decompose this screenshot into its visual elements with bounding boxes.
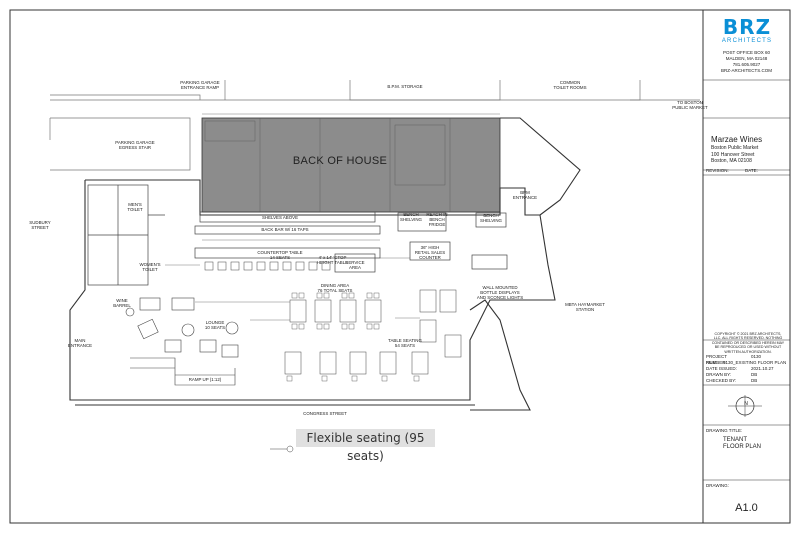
- project-number: 0130: [751, 354, 762, 359]
- dining-tables: [284, 289, 462, 375]
- logo-text: BRZ: [722, 15, 772, 39]
- drawing-label: DRAWING:: [706, 483, 729, 488]
- file-name: 0130_EXISTING FLOOR PLAN: [723, 360, 787, 365]
- drawn-by-label: DRAWN BY:: [706, 372, 732, 377]
- north-label: N: [744, 401, 748, 407]
- checked-by: DB: [751, 378, 758, 383]
- title-block-lines: [703, 79, 790, 481]
- wall-mounted-displays-label: WALL MOUNTED BOTTLE DISPLAYS AND SCONCE …: [476, 285, 524, 300]
- date-label: DATE:: [745, 168, 758, 173]
- wine-barrel-label: WINE BARREL: [113, 298, 131, 308]
- drawn-by: DB: [751, 372, 758, 377]
- context-lines: [49, 80, 700, 171]
- shelves-above-label: SHELVES ABOVE: [261, 215, 299, 220]
- revision-label: REVISION:: [706, 168, 729, 173]
- lounge-furniture: [125, 297, 239, 358]
- north-arrow: [728, 395, 762, 417]
- sudbury-street-label: SUDBURY STREET: [29, 220, 51, 230]
- countertop-table-label: COUNTERTOP TABLE: [257, 250, 303, 255]
- ramp-up-label: RAMP UP (1:12): [188, 377, 222, 382]
- project-info: Marzae Wines Boston Public Market 100 Ha…: [711, 135, 787, 165]
- project-line: 100 Hanover Street: [711, 151, 755, 158]
- drawing-title-line: FLOOR PLAN: [723, 444, 762, 450]
- reach-in-fridge-label: REACH-IN BENCH FRIDGE: [426, 212, 448, 227]
- high-table-label: 4' x 14' 'CTOP HEIGHT TABLE: [316, 255, 349, 265]
- main-entrance-label: MAIN ENTRANCE: [67, 338, 93, 348]
- interior-walls: [87, 184, 508, 286]
- retail-sales-counter-label: 36" HIGH RETAIL SALES COUNTER: [414, 245, 446, 260]
- firm-address: POST OFFICE BOX 60 MALDEN, MA 02148 781.…: [703, 50, 790, 74]
- back-of-house-area: [201, 117, 501, 213]
- seating-caption: Flexible seating (95 seats): [296, 429, 435, 463]
- mbta-station-label: MBTA HAYMARKET STATION: [565, 302, 605, 312]
- to-boston-public-market-label: TO BOSTON PUBLIC MARKET: [672, 100, 708, 110]
- bpm-storage-label: B.P.M. STORAGE: [387, 84, 423, 89]
- address-line: MALDEN, MA 02148: [725, 56, 768, 61]
- back-bar-label: BACK BAR W/ 16 TAPS: [261, 227, 309, 232]
- building-outline: [69, 117, 581, 411]
- sheet-border: [9, 9, 791, 524]
- drawing-title-line: TENANT: [723, 437, 747, 443]
- drawing-number: A1.0: [735, 502, 758, 514]
- lounge-label: LOUNGE 10 SEATS: [204, 320, 226, 330]
- womens-toilet-label: WOMEN'S TOILET: [139, 262, 161, 272]
- back-of-house-details: [204, 118, 451, 212]
- copyright-notice: COPYRIGHT © 2021 BRZ ARCHITECTS, LLC. AL…: [711, 332, 785, 354]
- address-line: POST OFFICE BOX 60: [723, 50, 770, 55]
- project-name: Marzae Wines: [711, 135, 763, 144]
- title-block: BRZ ARCHITECTS POST OFFICE BOX 60 MALDEN…: [703, 10, 790, 523]
- bpm-entrance-label: BPM ENTRANCE: [512, 190, 538, 200]
- service-area-label: SERVICE AREA: [345, 260, 365, 270]
- bench-shelving-label: BENCH SHELVING: [400, 212, 422, 222]
- parking-garage-stair-label: PARKING GARAGE EGRESS STAIR: [115, 140, 155, 150]
- project-number-label: PROJECT NUMBER:: [706, 354, 727, 365]
- mens-toilet-label: MEN'S TOILET: [127, 202, 143, 212]
- checked-by-label: CHECKED BY:: [706, 378, 737, 383]
- drawing-title-label: DRAWING TITLE:: [706, 428, 743, 433]
- common-toilet-label: COMMON TOILET ROOMS: [553, 80, 587, 90]
- countertop-seats-label: 14 SEATS: [269, 255, 291, 260]
- dimension-lines: [165, 113, 500, 321]
- entrance-ramp: [130, 357, 236, 386]
- table-seating-label: TABLE SEATING 54 SEATS: [388, 338, 422, 348]
- brz-logo: BRZ ARCHITECTS: [715, 16, 779, 48]
- address-line: 781.605.9027: [732, 62, 761, 67]
- date-issued-label: DATE ISSUED:: [706, 366, 737, 371]
- file-label: FILE:: [706, 360, 717, 365]
- logo-subtext: ARCHITECTS: [721, 38, 773, 44]
- congress-street-label: CONGRESS STREET: [303, 411, 347, 416]
- bench-shelving-right-label: BENCH SHELVING: [480, 213, 502, 223]
- dining-area-label: DINING AREA 76 TOTAL SEATS: [317, 283, 353, 293]
- address-line: BRZ-ARCHITECTS.COM: [721, 68, 772, 73]
- project-line: Boston, MA 02108: [711, 158, 752, 164]
- back-of-house-label: BACK OF HOUSE: [292, 155, 388, 167]
- date-issued: 2021.10.27: [751, 366, 774, 371]
- countertop-stools: [204, 261, 331, 271]
- project-line: Boston Public Market: [711, 145, 759, 151]
- parking-garage-ramp-label: PARKING GARAGE ENTRANCE RAMP: [180, 80, 220, 90]
- dining-chairs: [286, 292, 420, 382]
- section-marker: [270, 445, 294, 453]
